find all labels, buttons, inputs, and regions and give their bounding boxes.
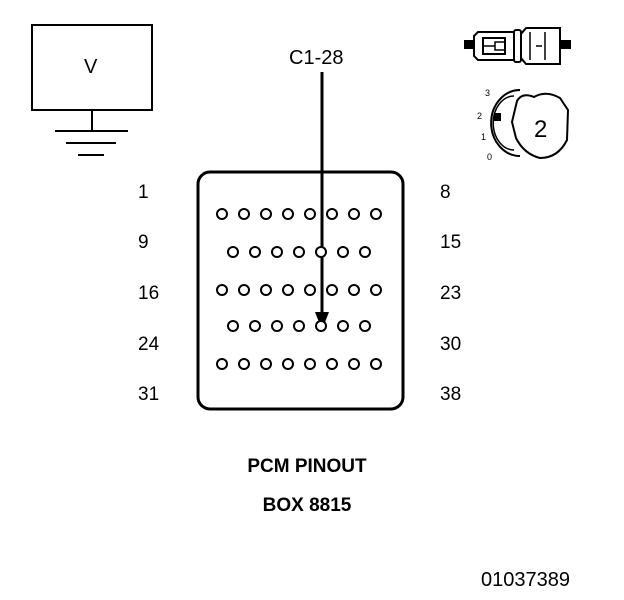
- pin-hole: [216, 358, 228, 370]
- pin-hole: [249, 320, 261, 332]
- pin-hole-target: [315, 320, 327, 332]
- probe-label: C1-28: [289, 47, 344, 69]
- pin-hole: [216, 208, 228, 220]
- caption-title: PCM PINOUT: [247, 456, 367, 477]
- pin-hole: [326, 284, 338, 296]
- pin-hole: [337, 320, 349, 332]
- pin-hole: [370, 284, 382, 296]
- pin-hole: [348, 284, 360, 296]
- switch-position-3: 3: [485, 88, 491, 98]
- pin-hole: [271, 320, 283, 332]
- pin-hole: [227, 320, 239, 332]
- pin-hole: [348, 208, 360, 220]
- row-1-left-label: 1: [138, 182, 149, 203]
- pin-hole: [304, 284, 316, 296]
- pin-hole: [260, 358, 272, 370]
- pin-hole: [249, 246, 261, 258]
- pin-hole: [238, 284, 250, 296]
- ignition-switch-icon: [490, 89, 570, 160]
- pcm-connector-outline: [196, 170, 405, 411]
- pin-hole: [304, 208, 316, 220]
- row-5-right-label: 38: [440, 384, 462, 405]
- row-2-left-label: 9: [138, 232, 149, 253]
- pin-hole: [238, 208, 250, 220]
- row-4-left-label: 24: [138, 334, 160, 355]
- pin-hole: [293, 320, 305, 332]
- pin-hole: [359, 246, 371, 258]
- pin-hole: [282, 358, 294, 370]
- row-2-right-label: 15: [440, 232, 462, 253]
- pin-hole: [326, 358, 338, 370]
- voltmeter-label: V: [84, 56, 98, 78]
- row-1-right-label: 8: [440, 182, 451, 203]
- connector-icon: [464, 27, 571, 65]
- pin-hole: [260, 208, 272, 220]
- switch-position-1: 1: [481, 132, 487, 142]
- pin-hole: [337, 246, 349, 258]
- pin-hole: [370, 358, 382, 370]
- row-5-left-label: 31: [138, 384, 160, 405]
- pin-hole: [227, 246, 239, 258]
- pin-hole: [271, 246, 283, 258]
- pin-hole: [304, 358, 316, 370]
- row-3-left-label: 16: [138, 283, 160, 304]
- pin-hole: [282, 284, 294, 296]
- pin-hole: [216, 284, 228, 296]
- pin-grid: [216, 208, 382, 370]
- pin-hole: [238, 358, 250, 370]
- switch-position-0: 0: [487, 152, 493, 162]
- figure-id: 01037389: [481, 569, 570, 591]
- voltmeter: [31, 24, 153, 156]
- pin-hole: [315, 246, 327, 258]
- switch-position-2: 2: [477, 111, 483, 121]
- switch-key-label: 2: [534, 116, 548, 143]
- pin-hole: [359, 320, 371, 332]
- pin-hole: [370, 208, 382, 220]
- row-3-right-label: 23: [440, 283, 462, 304]
- pin-hole: [282, 208, 294, 220]
- caption-subtitle: BOX 8815: [262, 495, 352, 516]
- pin-hole: [348, 358, 360, 370]
- row-4-right-label: 30: [440, 334, 462, 355]
- pin-hole: [293, 246, 305, 258]
- pin-hole: [326, 208, 338, 220]
- pin-hole: [260, 284, 272, 296]
